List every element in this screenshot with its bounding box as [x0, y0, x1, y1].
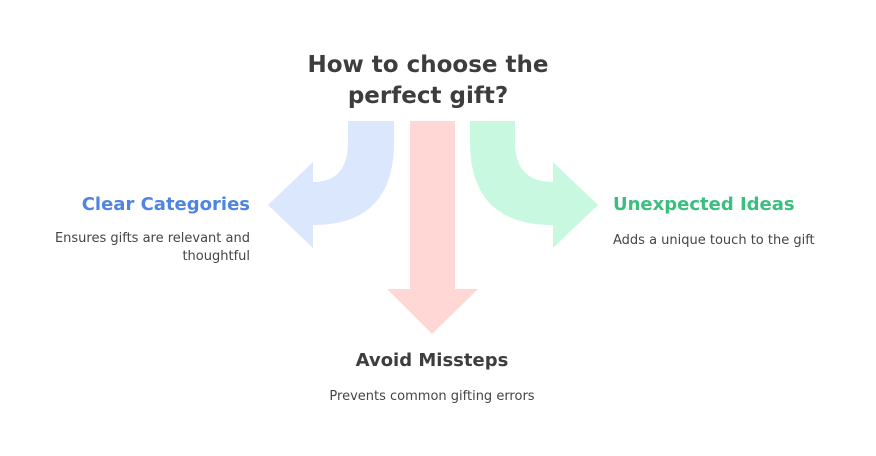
arrow-left: [268, 121, 394, 248]
arrow-middle: [387, 121, 478, 334]
branch-description-unexpected-ideas: Adds a unique touch to the gift: [613, 233, 815, 248]
branch-description-avoid-missteps: Prevents common gifting errors: [329, 389, 535, 404]
arrow-right: [470, 121, 598, 248]
diagram-title: How to choose the perfect gift?: [307, 52, 549, 109]
branch-heading-avoid-missteps: Avoid Missteps: [355, 350, 509, 371]
branch-heading-clear-categories: Clear Categories: [81, 194, 250, 215]
branch-heading-unexpected-ideas: Unexpected Ideas: [613, 194, 795, 215]
branch-description-clear-categories: Ensures gifts are relevant and thoughtfu…: [54, 231, 250, 264]
